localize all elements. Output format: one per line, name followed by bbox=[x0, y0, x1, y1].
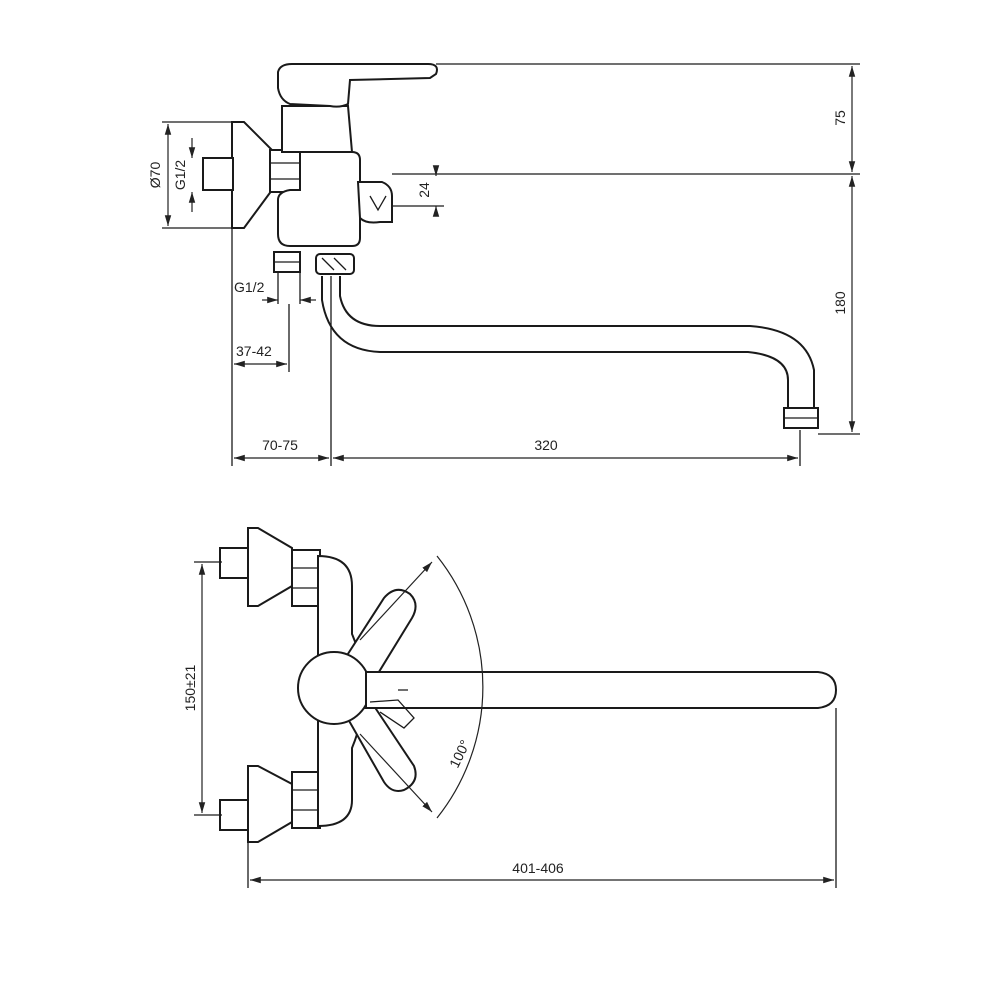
upper-connector bbox=[219, 547, 251, 579]
dim-320: 320 bbox=[534, 437, 558, 453]
top-spout bbox=[365, 671, 838, 709]
dim-150-21: 150±21 bbox=[182, 664, 198, 711]
spout bbox=[321, 276, 789, 408]
mixer-body bbox=[277, 151, 361, 247]
dim-180: 180 bbox=[832, 291, 848, 315]
lever-handle bbox=[277, 63, 438, 108]
inlet-connector bbox=[202, 157, 234, 191]
top-lever bbox=[342, 588, 417, 682]
top-view: 100° 150±21 401-406 bbox=[182, 527, 838, 888]
hex-nut bbox=[269, 149, 301, 193]
dim-thread-g12-bottom: G1/2 bbox=[234, 279, 265, 295]
dim-75: 75 bbox=[832, 110, 848, 126]
dim-24: 24 bbox=[416, 182, 432, 198]
wall-flange bbox=[231, 121, 273, 229]
dim-37-42: 37-42 bbox=[236, 343, 272, 359]
side-view: Ø70 G1/2 G1/2 37-42 70-75 320 75 180 bbox=[147, 63, 860, 466]
upper-flange bbox=[247, 527, 293, 607]
diverter-knob bbox=[356, 181, 393, 224]
dim-diameter-70: Ø70 bbox=[147, 162, 163, 189]
dim-thread-g12-top: G1/2 bbox=[172, 160, 188, 191]
dim-100-deg: 100° bbox=[446, 737, 473, 770]
upper-nut bbox=[291, 549, 321, 607]
spout-nut bbox=[315, 253, 355, 275]
lower-connector bbox=[219, 799, 251, 831]
lower-flange bbox=[247, 765, 293, 843]
cartridge-disk bbox=[297, 651, 371, 725]
dim-401-406: 401-406 bbox=[512, 860, 564, 876]
top-diverter bbox=[342, 704, 417, 792]
lever-base bbox=[281, 105, 354, 153]
lower-nut bbox=[291, 771, 321, 829]
dim-70-75: 70-75 bbox=[262, 437, 298, 453]
